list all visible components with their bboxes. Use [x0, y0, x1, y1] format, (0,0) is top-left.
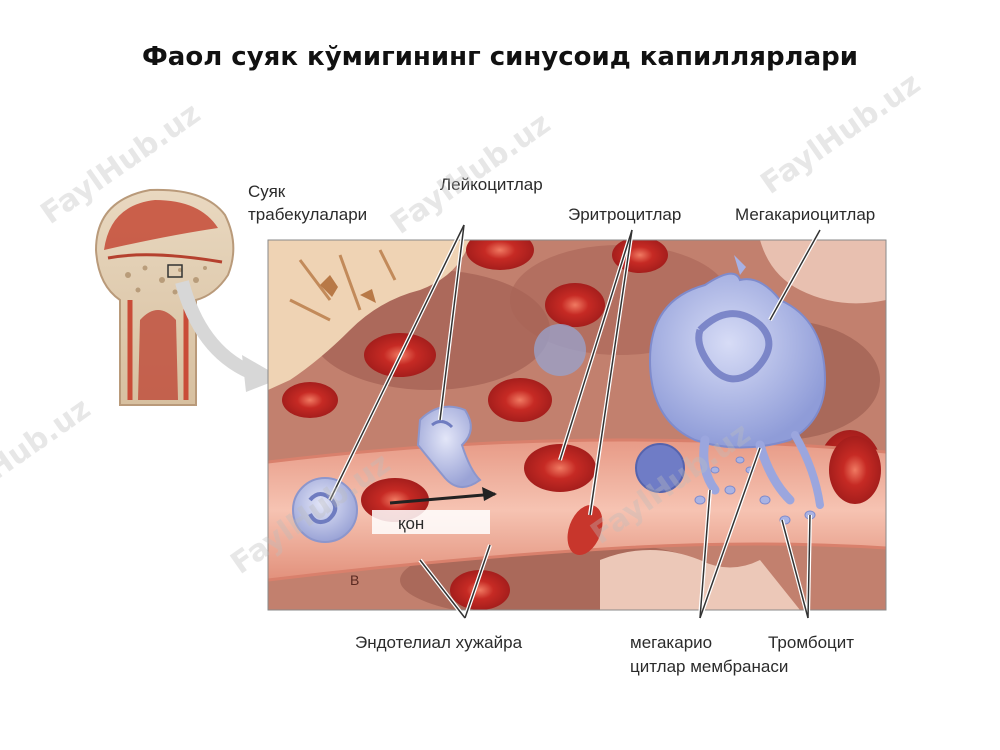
- label-bone-trabeculae-2: трабекулалари: [248, 205, 367, 224]
- blood-flow-arrow: [389, 492, 496, 505]
- label-megakaryocytes: Мегакариоцитлар: [735, 205, 875, 224]
- label-erythrocytes: Эритроцитлар: [568, 205, 681, 224]
- panel-frame: [267, 239, 887, 611]
- label-mk-membrane-2: цитлар мембранаси: [630, 657, 788, 676]
- watermark-3: FaylHub.uz: [755, 66, 927, 201]
- megakaryocyte: [648, 255, 827, 509]
- zoom-marker: [167, 264, 183, 278]
- migrating-leukocyte: [416, 405, 482, 488]
- label-bone-trabeculae-1: Суяк: [248, 182, 286, 201]
- watermark-4: FaylHub.uz: [0, 391, 97, 526]
- watermark-2: FaylHub.uz: [385, 106, 557, 241]
- label-mk-membrane-1: мегакарио: [630, 633, 712, 652]
- leukocyte-in-vessel: [292, 477, 358, 543]
- blood-label: қон: [398, 514, 424, 533]
- leader-lines: [329, 224, 821, 619]
- label-platelet: Тромбоцит: [768, 633, 854, 652]
- label-endothelial-cell: Эндотелиал хужайра: [355, 633, 523, 652]
- letter-b: B: [350, 572, 359, 588]
- magnified-panel: қон B: [268, 240, 886, 610]
- sinusoid-capillary: [268, 440, 886, 580]
- blood-label-box: [372, 510, 490, 534]
- bone-illustration: [94, 188, 282, 406]
- label-leukocytes: Лейкоцитлар: [440, 175, 543, 194]
- page-title: Фаол суяк кўмигининг синусоид капиллярла…: [142, 42, 858, 72]
